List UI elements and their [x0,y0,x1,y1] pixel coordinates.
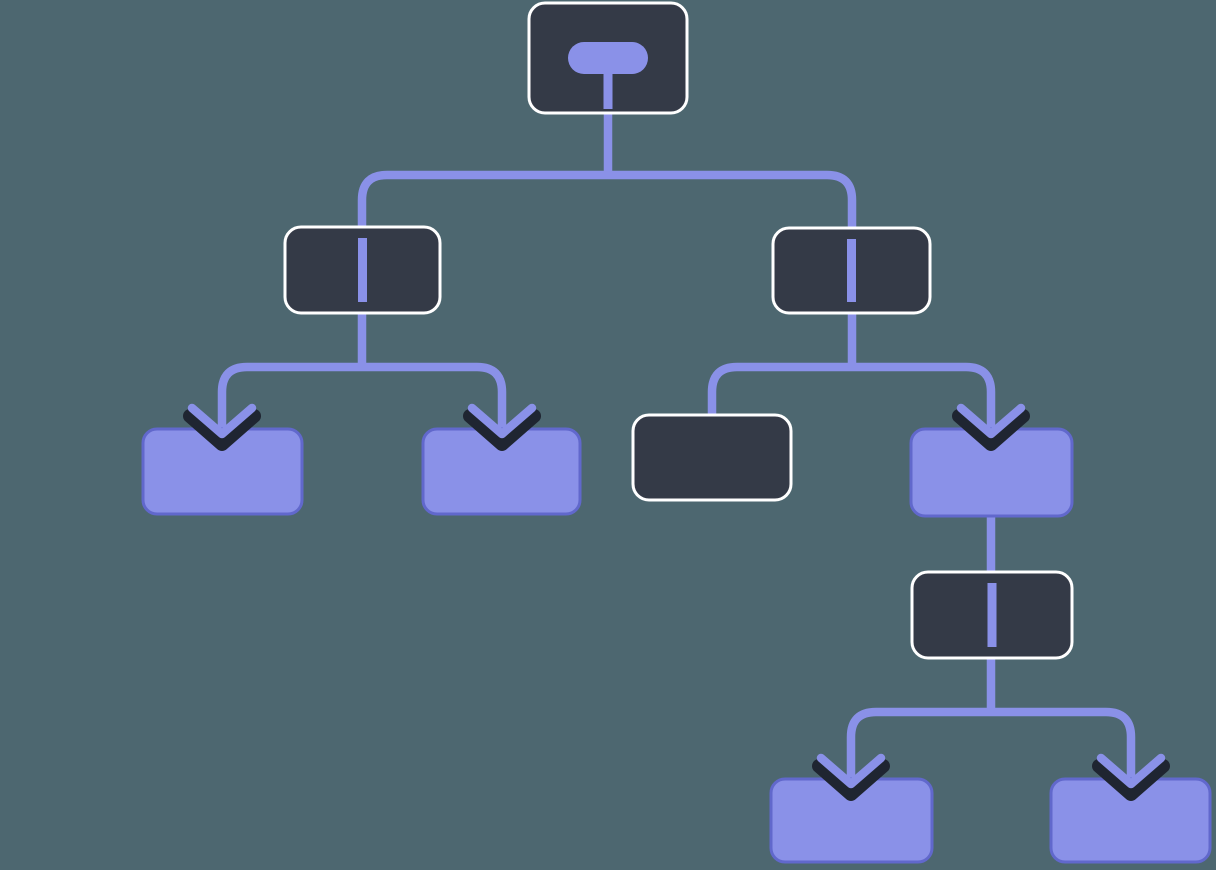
arrow-down-icon [952,403,1030,451]
arrowhead-chevron-dark [952,409,1030,451]
connector-edge-right-split [707,362,996,434]
tree-node-branch-lower[interactable] [910,570,1074,660]
arrow-down-icon [1092,753,1170,801]
connector-edge-trunk-split [357,170,857,229]
arrowhead-chevron-dark [812,759,890,801]
connector-edge-left-split [217,362,507,434]
tree-node-branch-left[interactable] [283,225,442,315]
tree-node-branch-right[interactable] [771,226,932,315]
arrowhead-chevron-purple [1096,753,1166,789]
arrowhead-chevron-purple [467,403,537,439]
root-pill-shape [568,42,648,74]
arrowhead-chevron-dark [183,409,261,451]
arrow-down-icon [463,403,541,451]
arrowhead-chevron-dark [463,409,541,451]
arrowhead-chevron-purple [956,403,1026,439]
arrow-down-icon [183,403,261,451]
arrowhead-chevron-dark [1092,759,1170,801]
tree-node-root[interactable] [527,1,689,115]
arrowhead-chevron-purple [816,753,886,789]
node-body-dark[interactable] [631,413,793,502]
arrowhead-chevron-purple [187,403,257,439]
connector-edge-bottom-split [846,707,1136,784]
arrow-down-icon [812,753,890,801]
tree-node-plain-dark[interactable] [631,413,793,502]
root-pill-icon [568,42,648,109]
